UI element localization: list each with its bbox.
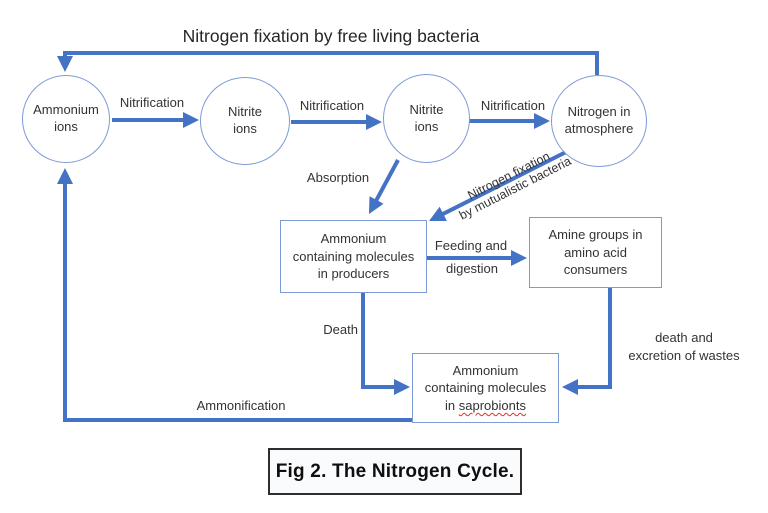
- arrow-ammonification: [57, 168, 412, 422]
- diagram-title: Nitrogen fixation by free living bacteri…: [182, 26, 480, 46]
- box-producers-line3: in producers: [317, 266, 390, 282]
- node-nitrite-ions-1-line1: Nitrite: [228, 104, 262, 120]
- arrow-absorption: [368, 159, 400, 215]
- label-nitrification-3: Nitrification: [480, 98, 546, 113]
- node-nitrite-ions-1-line2: ions: [233, 121, 257, 136]
- node-ammonium-ions-line2: ions: [54, 119, 78, 134]
- box-producers: Ammonium containing molecules in produce…: [280, 220, 427, 293]
- node-ammonium-ions: Ammonium ions: [22, 75, 110, 163]
- label-feeding-line2: digestion: [445, 261, 499, 276]
- label-feeding-line1: Feeding and: [434, 238, 508, 253]
- node-ammonium-ions-line1: Ammonium: [33, 102, 99, 118]
- node-nitrite-ions-2-line2: ions: [414, 118, 439, 134]
- saprobionts-prefix: in: [445, 397, 459, 413]
- arrow-death: [361, 293, 410, 395]
- box-saprobionts: Ammonium containing molecules in saprobi…: [412, 353, 559, 423]
- box-consumers: Amine groups in amino acid consumers: [529, 217, 662, 288]
- figure-caption-text: Fig 2. The Nitrogen Cycle.: [275, 460, 515, 482]
- box-consumers-line3: consumers: [563, 262, 628, 278]
- label-nitrification-1: Nitrification: [119, 95, 185, 110]
- label-ammonification: Ammonification: [196, 398, 286, 413]
- label-death: Death: [323, 322, 358, 337]
- label-absorption: Absorption: [306, 170, 370, 185]
- label-death-excretion: death and excretion of wastes: [609, 329, 759, 365]
- node-nitrite-ions-2: Nitrite ions: [383, 74, 470, 163]
- node-nitrite-ions-2-line1: Nitrite: [409, 101, 444, 117]
- arrow-death-excretion: [562, 288, 612, 395]
- arrow-free-living-fixation: [57, 51, 599, 75]
- arrow-mutualistic-fixation: [428, 150, 567, 221]
- node-nitrogen-atmosphere-line2: atmosphere: [564, 121, 634, 136]
- node-nitrogen-atmosphere: Nitrogen in atmosphere: [551, 75, 647, 167]
- box-saprobionts-line1: Ammonium: [452, 362, 519, 378]
- node-nitrogen-atmosphere-line1: Nitrogen in: [567, 104, 631, 120]
- box-producers-line2: containing molecules: [292, 248, 415, 264]
- label-death-excretion-line2: excretion of wastes: [628, 348, 740, 364]
- box-consumers-line1: Amine groups in: [548, 227, 643, 243]
- saprobionts-misspelled-word: saprobionts: [458, 397, 526, 413]
- box-saprobionts-line2: containing molecules: [424, 380, 547, 396]
- figure-caption-box: Fig 2. The Nitrogen Cycle.: [268, 448, 522, 495]
- box-saprobionts-line3: in saprobionts: [445, 397, 526, 415]
- node-nitrite-ions-1: Nitrite ions: [200, 77, 290, 165]
- label-nitrification-2: Nitrification: [299, 98, 365, 113]
- box-producers-line1: Ammonium: [320, 231, 387, 247]
- box-consumers-line2: amino acid: [564, 244, 627, 260]
- label-death-excretion-line1: death and: [655, 330, 713, 345]
